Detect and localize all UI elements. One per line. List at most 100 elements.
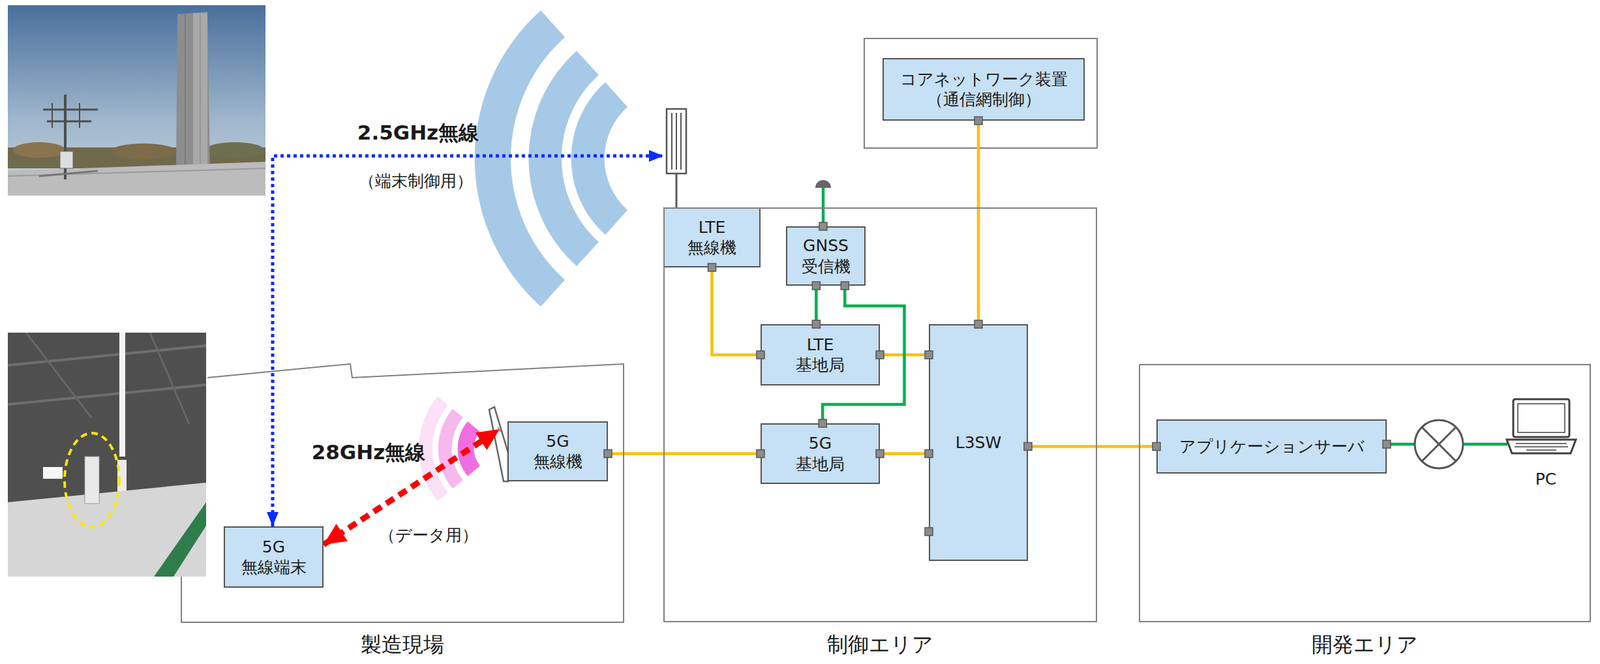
equipment-box: アプリケーションサーバ [1156,419,1387,474]
equipment-box: 5G 無線機 [507,421,608,482]
connector [607,452,761,456]
box-label: LTE 無線機 [687,217,737,259]
photo-roof [7,161,266,196]
photo-antenna-bar [46,120,92,123]
equipment-box: 5G 無線端末 [223,526,324,588]
frame-outline [1138,363,1591,623]
photo-tree [205,142,265,158]
link-label: 2.5GHz無線 [357,120,479,146]
photo-device [84,456,100,504]
photo-cabinet [60,151,74,169]
photo-truss [26,332,92,418]
port [756,450,765,458]
connector [712,267,762,355]
antenna-pole [675,173,678,209]
photo-tower-face [193,13,208,171]
connector [1027,444,1157,449]
laptop-keys [1526,449,1557,451]
rooftop-photo [7,5,266,196]
equipment-box: 5G 基地局 [760,423,880,484]
photo-tower [176,11,211,171]
laptop-screen [1513,399,1570,438]
photo-wall [7,482,207,577]
note-label: （端末制御用） [358,170,473,192]
lan-wire [1386,442,1415,447]
laptop-keys [1514,446,1569,448]
box-label: 5G 基地局 [795,433,845,475]
area-frame: LTE 無線機GNSS 受信機LTE 基地局5G 基地局L3SW制御エリア [663,207,1098,623]
area-frame: 5G 無線機5G 無線端末製造現場 [181,363,624,623]
frame-border [664,208,1097,622]
photo-ceiling [7,332,207,577]
port [1152,442,1161,451]
antenna-element [680,112,682,170]
connector [272,155,664,527]
photo-antenna-element [78,103,81,128]
laptop-keys [1515,442,1567,445]
photo-tree [13,142,66,158]
equipment-box: L3SW [928,324,1028,561]
box-label: LTE 基地局 [795,334,845,376]
box-label: GNSS 受信機 [801,235,851,277]
port [812,281,820,290]
port [818,419,827,428]
port [974,320,983,329]
port [756,350,765,359]
area-frame: アプリケーションサーバ開発エリア [1138,363,1591,623]
port [819,222,828,231]
box-label: コアネットワーク装置 （通信網制御） [900,69,1068,111]
connector [879,452,929,456]
port [603,450,612,458]
laptop-display [1517,403,1565,433]
router-cross [1421,427,1456,462]
connector [977,120,981,325]
port [708,263,717,272]
factory-photo [7,332,207,577]
port [974,116,983,125]
lte-antenna [666,108,687,174]
note-label: （データ用） [378,525,479,546]
photo-antenna-element [51,103,53,128]
photo-antenna-bar [43,108,98,111]
antenna-element [675,112,678,170]
antenna-element [671,112,673,170]
port [924,527,933,536]
laptop-base [1506,439,1576,454]
photo-light-strip [119,332,126,457]
equipment-box: GNSS 受信機 [785,226,866,286]
box-label: アプリケーションサーバ [1179,436,1365,457]
link-label: 28GHz無線 [311,439,426,466]
frame-outline [181,363,624,623]
photo-tower-line [199,13,201,171]
port [840,281,849,290]
5g-antenna [489,407,509,482]
equipment-box: コアネットワーク装置 （通信網制御） [882,58,1085,121]
radio-wave [571,82,628,235]
port [875,450,884,458]
area-name: 製造現場 [360,631,445,658]
connector [814,285,818,325]
gnss-antenna [815,180,831,188]
router-symbol [1414,420,1464,469]
box-label: 5G 無線機 [533,431,583,473]
box-label: L3SW [955,432,1002,453]
core-frame [864,38,1098,149]
port [875,350,884,359]
frame-border [1139,364,1591,622]
note-label: PC [1535,468,1557,490]
port [1024,442,1032,451]
frame-outline [663,207,1098,623]
area-name: 制御エリア [827,631,934,658]
photo-lamp [43,467,63,479]
photo-highlight-ring [64,433,120,528]
port [1382,440,1391,449]
port [924,450,933,458]
frame-border [181,363,624,623]
router-cross [1421,427,1456,462]
photo-walkway [153,502,207,577]
gnss-antenna-cable [821,187,826,227]
box-label: 5G 無線端末 [241,536,307,578]
lan-wire [1463,442,1508,447]
